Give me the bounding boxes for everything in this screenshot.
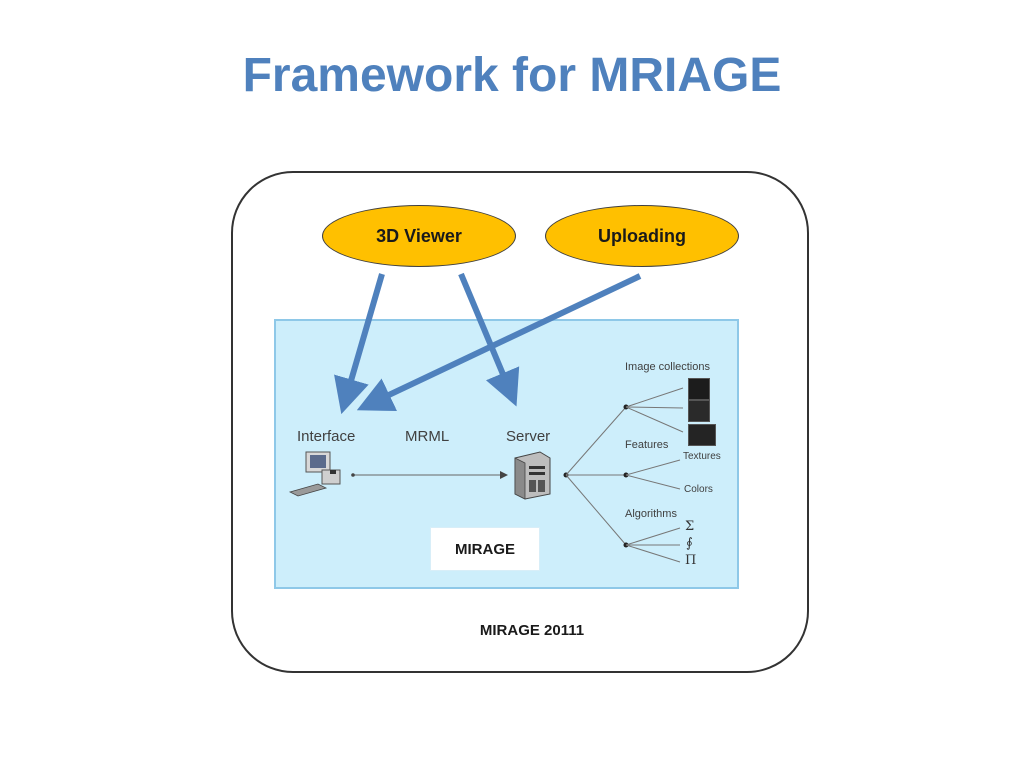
uploading-label: Uploading: [598, 225, 686, 246]
uploading-ellipse: Uploading: [545, 205, 739, 267]
slide-title: Framework for MRIAGE: [242, 49, 782, 102]
branch-to-algorithms: [565, 474, 627, 546]
features-label: Features: [625, 439, 669, 451]
viewer-to-interface-arrow: [334, 273, 385, 415]
textures-label: Textures: [683, 451, 721, 462]
viewer-ellipse: 3D Viewer: [322, 205, 516, 267]
computer-icon: [288, 451, 341, 497]
server-icon: [514, 451, 551, 500]
mrml-connection-dot: [351, 473, 355, 477]
interface-label: Interface: [297, 428, 356, 445]
algorithms-fan: [625, 544, 681, 563]
algorithms-label: Algorithms: [625, 508, 677, 520]
viewer-label: 3D Viewer: [376, 225, 462, 246]
uploading-to-interface-arrow: [356, 273, 642, 412]
colors-label: Colors: [684, 484, 713, 495]
image-thumbnail-icon: [688, 400, 710, 422]
mirage-label: MIRAGE: [455, 540, 515, 558]
server-label: Server: [506, 428, 551, 445]
features-fan: [625, 474, 681, 490]
image-collections-label: Image collections: [625, 361, 710, 373]
image-thumbnail-icon: [688, 378, 710, 400]
mirage-label-box: MIRAGE: [430, 527, 540, 571]
images-fan: [625, 406, 684, 409]
images-fan: [625, 387, 684, 408]
image-thumbnail-icon: [688, 424, 716, 446]
product-symbol: Π: [685, 553, 697, 568]
mrml-arrowhead: [500, 471, 508, 479]
sum-symbol: Σ: [685, 519, 695, 534]
integral-symbol: ∮: [686, 536, 693, 551]
branch-to-images: [565, 406, 627, 476]
features-fan: [625, 459, 681, 476]
frame-caption: MIRAGE 20111: [479, 622, 585, 639]
viewer-to-server-arrow: [458, 272, 520, 407]
mrml-label: MRML: [405, 428, 450, 445]
algorithms-fan: [625, 527, 681, 546]
images-fan: [625, 406, 684, 433]
